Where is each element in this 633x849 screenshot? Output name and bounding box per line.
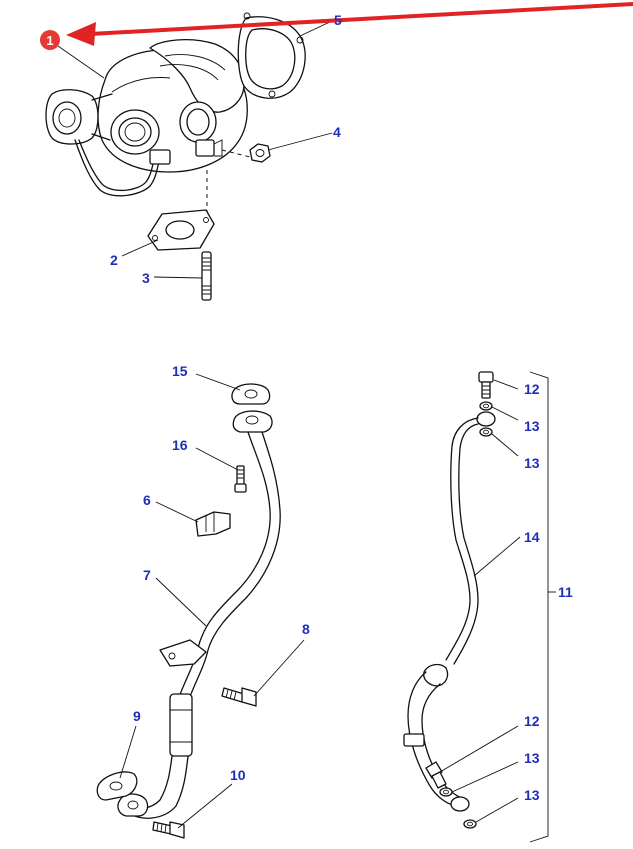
gasket-part-15[interactable] bbox=[231, 383, 271, 405]
washer-part-13-bottom-a[interactable] bbox=[439, 787, 453, 797]
leader-line bbox=[177, 783, 233, 829]
leader-line bbox=[491, 406, 519, 421]
callout-13: 13 bbox=[524, 455, 540, 471]
washer-part-13-top-b[interactable] bbox=[479, 427, 493, 437]
leader-line bbox=[491, 433, 519, 457]
callout-16: 16 bbox=[172, 437, 188, 453]
leader-line bbox=[475, 797, 519, 823]
leader-line bbox=[195, 373, 241, 391]
return-pipe-part-14[interactable] bbox=[403, 411, 496, 812]
group-bracket-11 bbox=[529, 371, 549, 843]
callout-6: 6 bbox=[143, 492, 151, 508]
leader-line bbox=[451, 761, 519, 793]
callout-8: 8 bbox=[302, 621, 310, 637]
leader-line bbox=[267, 132, 333, 151]
callout-7: 7 bbox=[143, 567, 151, 583]
callout-11: 11 bbox=[558, 584, 573, 600]
callout-13: 13 bbox=[524, 750, 540, 766]
gasket-part-2[interactable] bbox=[147, 209, 215, 251]
leader-line bbox=[439, 725, 519, 773]
callout-1: 1 bbox=[46, 33, 53, 48]
red-circle-marker-icon: 1 bbox=[40, 30, 60, 50]
nut-part-4[interactable] bbox=[249, 143, 271, 163]
clip-part-6[interactable] bbox=[195, 511, 231, 537]
leader-line bbox=[195, 447, 239, 471]
gasket-part-5[interactable] bbox=[237, 12, 306, 99]
callout-5: 5 bbox=[334, 12, 342, 28]
leader-line bbox=[155, 577, 207, 627]
leader-line bbox=[57, 45, 105, 79]
oil-pipe-part-7[interactable] bbox=[117, 410, 281, 819]
leader-line bbox=[493, 379, 519, 390]
leader-line bbox=[121, 239, 159, 257]
callout-13: 13 bbox=[524, 418, 540, 434]
leader-line bbox=[155, 501, 199, 523]
callout-12: 12 bbox=[524, 713, 540, 729]
callout-4: 4 bbox=[333, 124, 341, 140]
callout-13: 13 bbox=[524, 787, 540, 803]
washer-part-13-top-a[interactable] bbox=[479, 401, 493, 411]
gasket-part-9[interactable] bbox=[96, 771, 138, 801]
banjo-bolt-part-12-top[interactable] bbox=[478, 371, 494, 399]
red-arrow-icon bbox=[66, 2, 633, 46]
leader-line bbox=[473, 536, 521, 577]
leader-line bbox=[153, 276, 203, 279]
bolt-part-16[interactable] bbox=[234, 465, 247, 493]
callout-15: 15 bbox=[172, 363, 188, 379]
callout-10: 10 bbox=[230, 767, 246, 783]
banjo-bolt-part-12-bottom[interactable] bbox=[425, 761, 447, 789]
callout-3: 3 bbox=[142, 270, 150, 286]
callout-9: 9 bbox=[133, 708, 141, 724]
callout-2: 2 bbox=[110, 252, 118, 268]
callout-12: 12 bbox=[524, 381, 540, 397]
turbocharger[interactable] bbox=[45, 39, 248, 197]
callout-14: 14 bbox=[524, 529, 540, 545]
leader-line bbox=[253, 639, 305, 697]
washer-part-13-bottom-b[interactable] bbox=[463, 819, 477, 829]
bolt-part-8[interactable] bbox=[221, 687, 257, 707]
leader-line bbox=[119, 725, 137, 779]
bolt-part-10[interactable] bbox=[152, 821, 185, 839]
stud-part-3[interactable] bbox=[201, 251, 212, 301]
